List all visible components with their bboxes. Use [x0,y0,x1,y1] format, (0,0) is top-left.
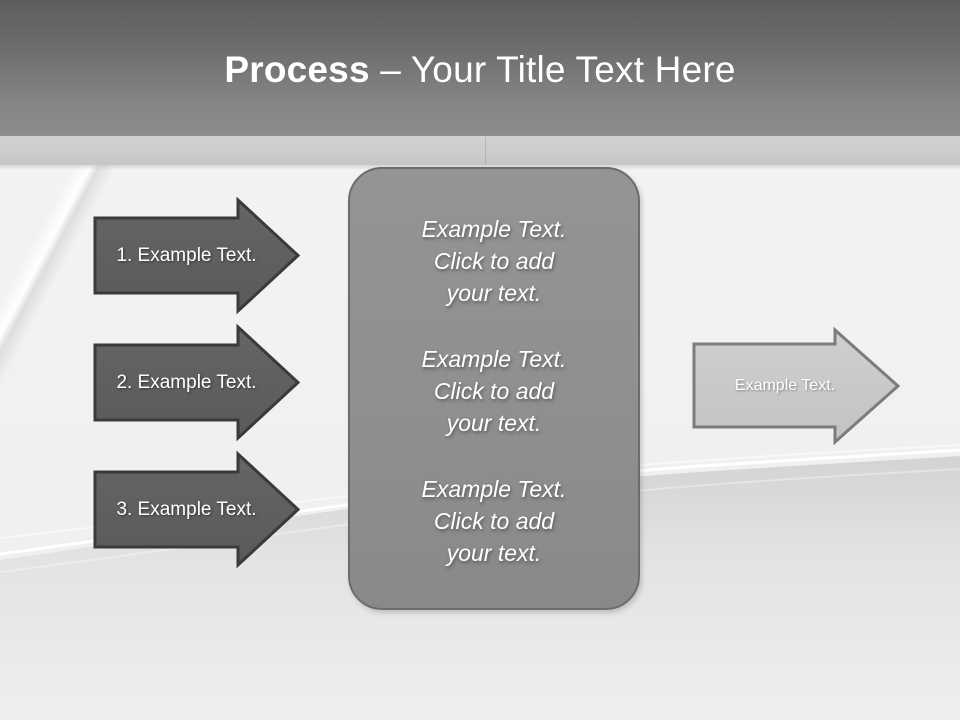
panel-block-1-line-3: your text. [446,280,542,306]
panel-block-3-line-2: Click to add [433,508,555,534]
header-band-tick-mark [485,137,486,165]
right-arrow-icon [93,323,301,442]
right-arrow-icon [692,326,901,446]
panel-block-2-line-3: your text. [446,410,542,436]
page-title-separator: – [369,49,411,90]
header-divider-band [0,136,960,165]
slide-header-banner [0,0,960,136]
panel-block-2-line-2: Click to add [433,378,555,404]
output-arrow[interactable]: Example Text. [692,326,901,446]
center-content-panel[interactable]: Example Text. Click to add your text. Ex… [348,167,640,610]
panel-block-1-line-2: Click to add [433,248,555,274]
panel-block-3-line-1: Example Text. [421,476,567,502]
panel-text-block-1: Example Text. Click to add your text. [379,213,609,309]
right-arrow-icon [93,450,301,569]
page-title-strong: Process [224,49,370,90]
page-title-light: Your Title Text Here [410,49,736,90]
panel-text-block-2: Example Text. Click to add your text. [379,343,609,439]
step-arrow-2[interactable]: 2. Example Text. [93,323,301,442]
panel-block-3-line-3: your text. [446,540,542,566]
panel-block-2-line-1: Example Text. [421,346,567,372]
panel-text-block-3: Example Text. Click to add your text. [379,473,609,569]
step-arrow-3[interactable]: 3. Example Text. [93,450,301,569]
step-arrow-1[interactable]: 1. Example Text. [93,196,301,315]
right-arrow-icon [93,196,301,315]
page-title: Process – Your Title Text Here [0,48,960,92]
panel-block-1-line-1: Example Text. [421,216,567,242]
